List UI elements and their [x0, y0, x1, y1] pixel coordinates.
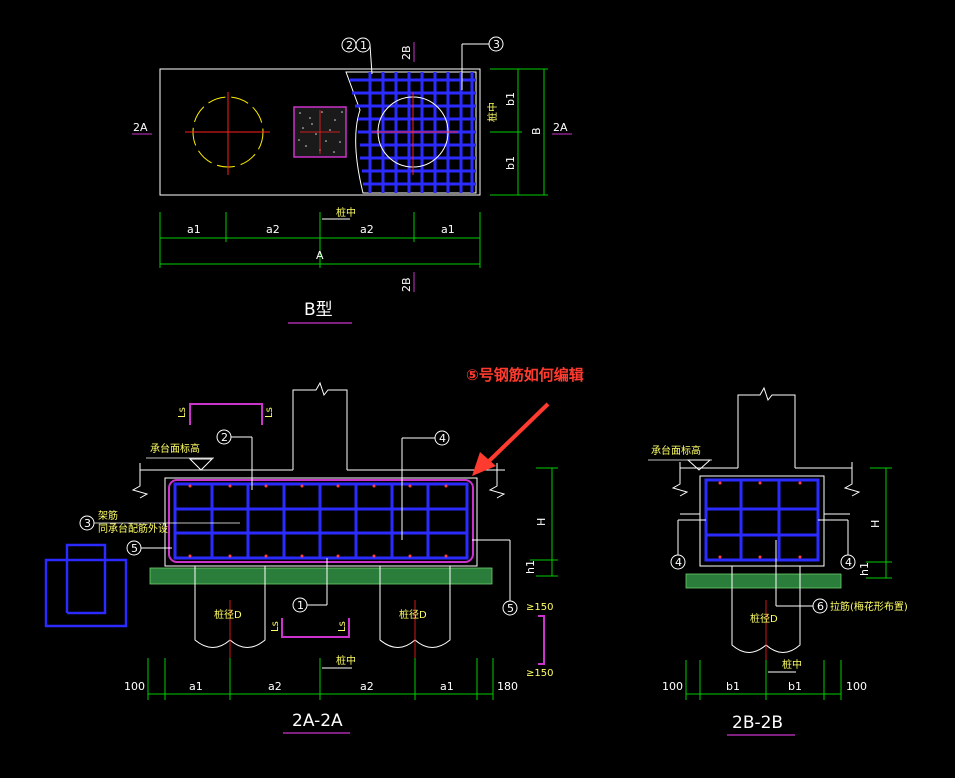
plan-view: 2A 2A 2B 2B 2 1 3 a1 a2 a2 a1 A	[132, 36, 572, 324]
section-a-dim-100: 100	[124, 680, 145, 693]
plan-bubble-3-text: 3	[493, 38, 500, 51]
plan-dims-bottom	[159, 212, 481, 268]
section-b-bars-dots	[718, 481, 802, 559]
plan-title: B型	[304, 300, 333, 320]
plan-center-label-right: 桩中	[486, 102, 499, 122]
section-a-ls-bottom-bracket	[281, 618, 350, 638]
annotation-text: ⑤号钢筋如何编辑	[466, 366, 584, 384]
section-b-top-label: 承台面标高	[651, 444, 701, 457]
section-a-dim-a2-left: a2	[268, 680, 282, 693]
section-a-stirrup-detail	[44, 543, 128, 628]
section-a-cushion	[149, 567, 493, 585]
section-a-column	[292, 381, 348, 470]
plan-dim-a1-right: a1	[441, 223, 455, 236]
section-b-bubble-4-right-text: 4	[845, 556, 852, 569]
section-a-dim-a1-right: a1	[440, 680, 454, 693]
section-b-dim-b1-left: b1	[726, 680, 740, 693]
section-a-ls-top-right: Ls	[264, 407, 275, 418]
plan-cut-2a-left: 2A	[133, 121, 148, 134]
section-a-bubble-4-text: 4	[439, 432, 446, 445]
section-a-hook-detail	[538, 615, 545, 665]
section-a-dims-bottom	[147, 658, 494, 700]
section-a-cap	[164, 477, 478, 567]
plan-cut-2b-bottom: 2B	[400, 277, 413, 292]
plan-dim-a1-left: a1	[187, 223, 201, 236]
plan-dim-a2-right: a2	[360, 223, 374, 236]
plan-cut-2a-right: 2A	[553, 121, 568, 134]
section-a-side-note-2: 同承台配筋外设	[98, 522, 168, 535]
section-b-center-label: 桩中	[782, 658, 802, 671]
plan-bubble-2-text: 2	[346, 39, 353, 52]
plan-dim-a2-left: a2	[266, 223, 280, 236]
section-b-dim-h1: h1	[858, 562, 871, 576]
section-a-top-label: 承台面标高	[150, 442, 200, 455]
section-a-dim-a1-left: a1	[189, 680, 203, 693]
section-a-bubble-2-text: 2	[221, 431, 228, 444]
annotation: ⑤号钢筋如何编辑	[466, 366, 584, 476]
section-a-ge150-top: ≥150	[526, 602, 553, 613]
plan-dim-b1-bottom: b1	[504, 156, 517, 170]
section-b-dims-bottom	[685, 660, 842, 700]
section-a-ge150-bottom: ≥150	[526, 668, 553, 679]
column-hatch	[298, 111, 343, 153]
section-a-ls-bottom-left: Ls	[270, 621, 281, 632]
section-a-dim-H: H	[535, 518, 548, 526]
plan-dim-total: A	[316, 249, 324, 262]
section-a-ls-top-bracket	[189, 403, 263, 425]
plan-dims-right	[490, 68, 548, 196]
plan-center-label: 桩中	[336, 206, 356, 219]
section-b-column	[737, 386, 796, 468]
section-a-dims-right	[530, 467, 558, 577]
section-b-bubble-4-left-text: 4	[675, 556, 682, 569]
section-b-note-6: 拉筋(梅花形布置)	[830, 600, 908, 613]
annotation-arrow-head	[472, 452, 496, 476]
section-b-bubble-6-text: 6	[817, 600, 824, 613]
section-a-ls-top-left: Ls	[177, 407, 188, 418]
section-a: 承台面标高	[44, 381, 558, 734]
section-a-dim-180: 180	[497, 680, 518, 693]
section-a-dim-a2-right: a2	[360, 680, 374, 693]
annotation-arrow-shaft	[486, 402, 550, 464]
plan-dim-b1-top: b1	[504, 92, 517, 106]
section-b-title: 2B-2B	[732, 713, 783, 733]
section-a-center-label: 桩中	[336, 654, 356, 667]
section-b-rebar	[704, 478, 820, 562]
section-a-pile-left-label: 桩径D	[214, 608, 242, 621]
section-b-cushion	[685, 573, 842, 589]
section-b-dims-right	[866, 467, 892, 579]
section-b: 承台面标高 桩径D 4 4 6 拉筋(梅花形布置)	[648, 386, 908, 736]
plan-cut-2b-top: 2B	[400, 45, 413, 60]
section-b-dim-100-right: 100	[846, 680, 867, 693]
section-a-bubble-3-text: 3	[84, 517, 91, 530]
plan-dim-B: B	[530, 127, 543, 135]
section-a-side-note-1: 架筋	[98, 509, 118, 522]
section-a-ls-bottom-right: Ls	[337, 621, 348, 632]
plan-outline	[159, 68, 481, 196]
section-a-dim-h1: h1	[524, 560, 537, 574]
section-b-dim-b1-right: b1	[788, 680, 802, 693]
section-b-cap	[699, 475, 825, 567]
section-a-title: 2A-2A	[292, 711, 343, 731]
section-a-pile-right-label: 桩径D	[399, 608, 427, 621]
section-a-bubble-5-left-text: 5	[131, 542, 138, 555]
section-a-bubble-5-right-text: 5	[507, 602, 514, 615]
plan-bubble-1-text: 1	[360, 39, 367, 52]
section-b-dim-H: H	[869, 520, 882, 528]
section-a-bars-dots	[188, 484, 448, 558]
section-b-pile-label: 桩径D	[750, 612, 778, 625]
section-a-bubble-1-text: 1	[297, 599, 304, 612]
section-a-rebar	[173, 482, 469, 560]
section-b-dim-100-left: 100	[662, 680, 683, 693]
section-a-stirrup-5	[168, 479, 474, 563]
